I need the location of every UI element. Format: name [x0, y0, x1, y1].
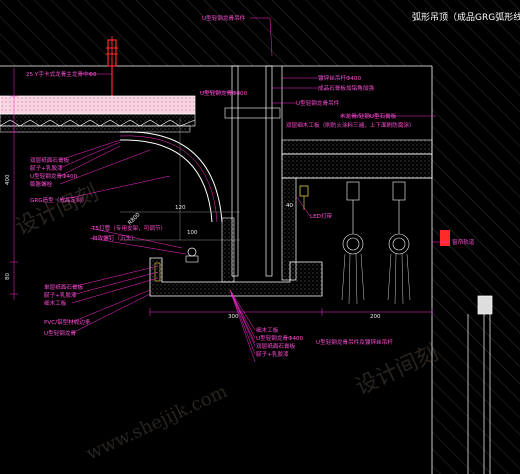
arc-frame: [120, 118, 240, 241]
label-putty-3: 腻子+乳胶漆: [256, 350, 289, 358]
concrete-slab: [0, 0, 520, 66]
label-b4: U型轻钢龙骨吊件及镀锌丝吊杆: [316, 338, 393, 346]
dim-bottom: [149, 308, 433, 316]
light-fixture: [185, 247, 199, 263]
label-wood-3: 细木工板: [256, 326, 279, 334]
gypsum-panel-top: [0, 95, 196, 115]
label-u-4: U型轻钢龙骨Φ400: [256, 334, 304, 342]
label-putty-2: 腻子+乳胶漆: [44, 291, 77, 299]
expansion-bolt-left: [106, 36, 118, 67]
window-frame: [467, 295, 493, 474]
curtain-track: [342, 181, 410, 255]
label-putty-1: 腻子+乳胶漆: [30, 164, 63, 172]
drawing-title: 弧形吊顶（成品GRG弧形线条）: [412, 11, 520, 23]
label-board-2: 单层纸面石膏板: [44, 283, 84, 291]
grg-arc: [119, 131, 223, 223]
label-board-3: 双层纸面石膏板: [256, 342, 296, 350]
hanger-rods: [231, 65, 283, 277]
label-u-channel: U型轻钢龙骨Φ400: [200, 89, 248, 97]
label-u-frame: U型轻钢龙骨Φ400: [30, 172, 78, 180]
label-pvc: PVC/铝型材收边条: [44, 318, 91, 326]
dim-200: 200: [370, 314, 381, 320]
dim-R: R800: [127, 212, 142, 227]
dim-40b: 40: [5, 103, 11, 110]
watermark-1: 设计间刻: [12, 181, 102, 241]
label-ucl-3: U型轻钢龙骨: [44, 329, 76, 337]
wall-fix-red: [440, 230, 450, 246]
label-glue: 自攻螺钉（沉头）: [92, 234, 137, 242]
label-left-top: 25.Y字卡式龙骨主龙骨中Φ8: [26, 70, 97, 78]
label-grg: GRG造型（成品定制）: [30, 196, 87, 204]
watermark-url: www.shejijk.com: [83, 381, 230, 465]
wall-right: [432, 66, 520, 474]
label-rod-2: 成品石膏板加铝角加强: [318, 84, 374, 92]
dim-40: 40: [286, 203, 293, 209]
label-fix: 膨胀螺栓: [30, 180, 53, 188]
label-curtain: 窗帘轨道: [452, 238, 475, 246]
watermark-2: 设计间刻: [352, 341, 442, 401]
ceiling-strip: [281, 139, 433, 155]
dim-left: [10, 68, 18, 300]
label-wood-2: 细木工板: [44, 299, 67, 307]
led-strip: [299, 185, 309, 210]
dim-120: 120: [175, 205, 186, 211]
dim-400: 400: [5, 174, 11, 185]
curtain-box: [281, 153, 433, 281]
label-u-clip-2: U型轻钢龙骨吊件: [296, 99, 340, 107]
curtain-fabric: [341, 253, 411, 305]
u-bracket: [224, 107, 281, 119]
vertical-drop: [221, 217, 235, 283]
dim-80: 80: [5, 273, 11, 280]
main-channel-row: [0, 113, 196, 127]
label-led: LED灯带: [310, 212, 333, 220]
annotations: U型轻钢龙骨吊件 25.Y字卡式龙骨主龙骨中Φ8 U型轻钢龙骨Φ400 镀锌丝吊…: [26, 14, 475, 358]
label-light: T5灯管（专用支架，可调节）: [91, 224, 166, 232]
label-steel: 木龙骨/轻钢U型石膏板: [340, 112, 397, 120]
dim-300: 300: [228, 314, 239, 320]
label-rod-1: 镀锌丝吊杆Φ400: [318, 74, 361, 82]
label-wood-note: 双层细木工板（刷防火涂料三遍，上下面刷防腐涂）: [286, 121, 415, 129]
dim-100: 100: [187, 230, 198, 236]
label-board-1: 双层纸面石膏板: [30, 156, 70, 164]
label-top-clip: U型轻钢龙骨吊件: [202, 14, 246, 22]
leader-lines: [59, 17, 450, 363]
